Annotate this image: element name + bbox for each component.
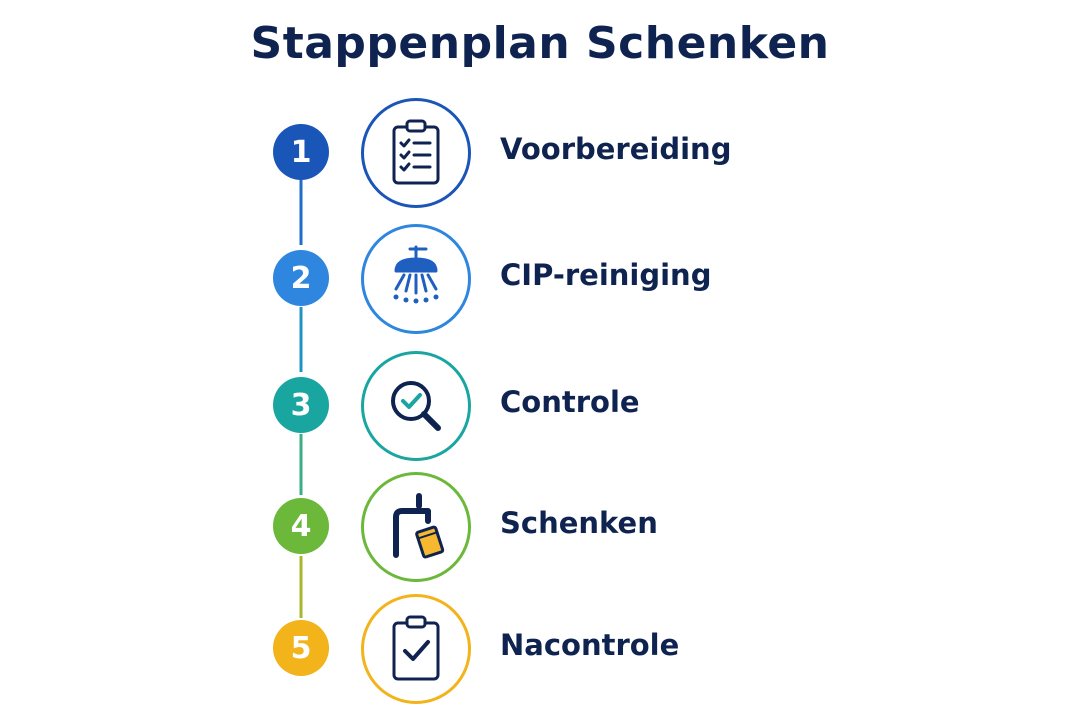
- page-title: Stappenplan Schenken: [250, 18, 830, 69]
- step-number-badge: 1: [273, 124, 329, 180]
- step-label: Voorbereiding: [500, 132, 732, 166]
- step-2: 2 CIP-reiniging: [0, 224, 1080, 334]
- step-number-badge: 5: [273, 620, 329, 676]
- magnifier-check-icon: [391, 381, 441, 431]
- step-icon-ring: [361, 594, 471, 704]
- step-label: Nacontrole: [500, 628, 680, 662]
- step-label: CIP-reiniging: [500, 258, 712, 292]
- step-icon-ring: [361, 224, 471, 334]
- step-icon-ring: [361, 351, 471, 461]
- step-5: 5 Nacontrole: [0, 594, 1080, 704]
- step-3: 3 Controle: [0, 351, 1080, 461]
- step-4: 4 Schenken: [0, 472, 1080, 582]
- cleaning-spray-icon: [393, 245, 439, 304]
- step-number-badge: 3: [273, 377, 329, 433]
- step-label: Schenken: [500, 506, 658, 540]
- step-number-badge: 2: [273, 250, 329, 306]
- clipboard-check-icon: [392, 615, 440, 681]
- step-icon-ring: [361, 472, 471, 582]
- step-number-badge: 4: [273, 498, 329, 554]
- step-1: 1 Voorbereiding: [0, 98, 1080, 208]
- step-label: Controle: [500, 385, 640, 419]
- clipboard-checklist-icon: [392, 119, 440, 185]
- beer-tap-icon: [393, 493, 445, 559]
- step-icon-ring: [361, 98, 471, 208]
